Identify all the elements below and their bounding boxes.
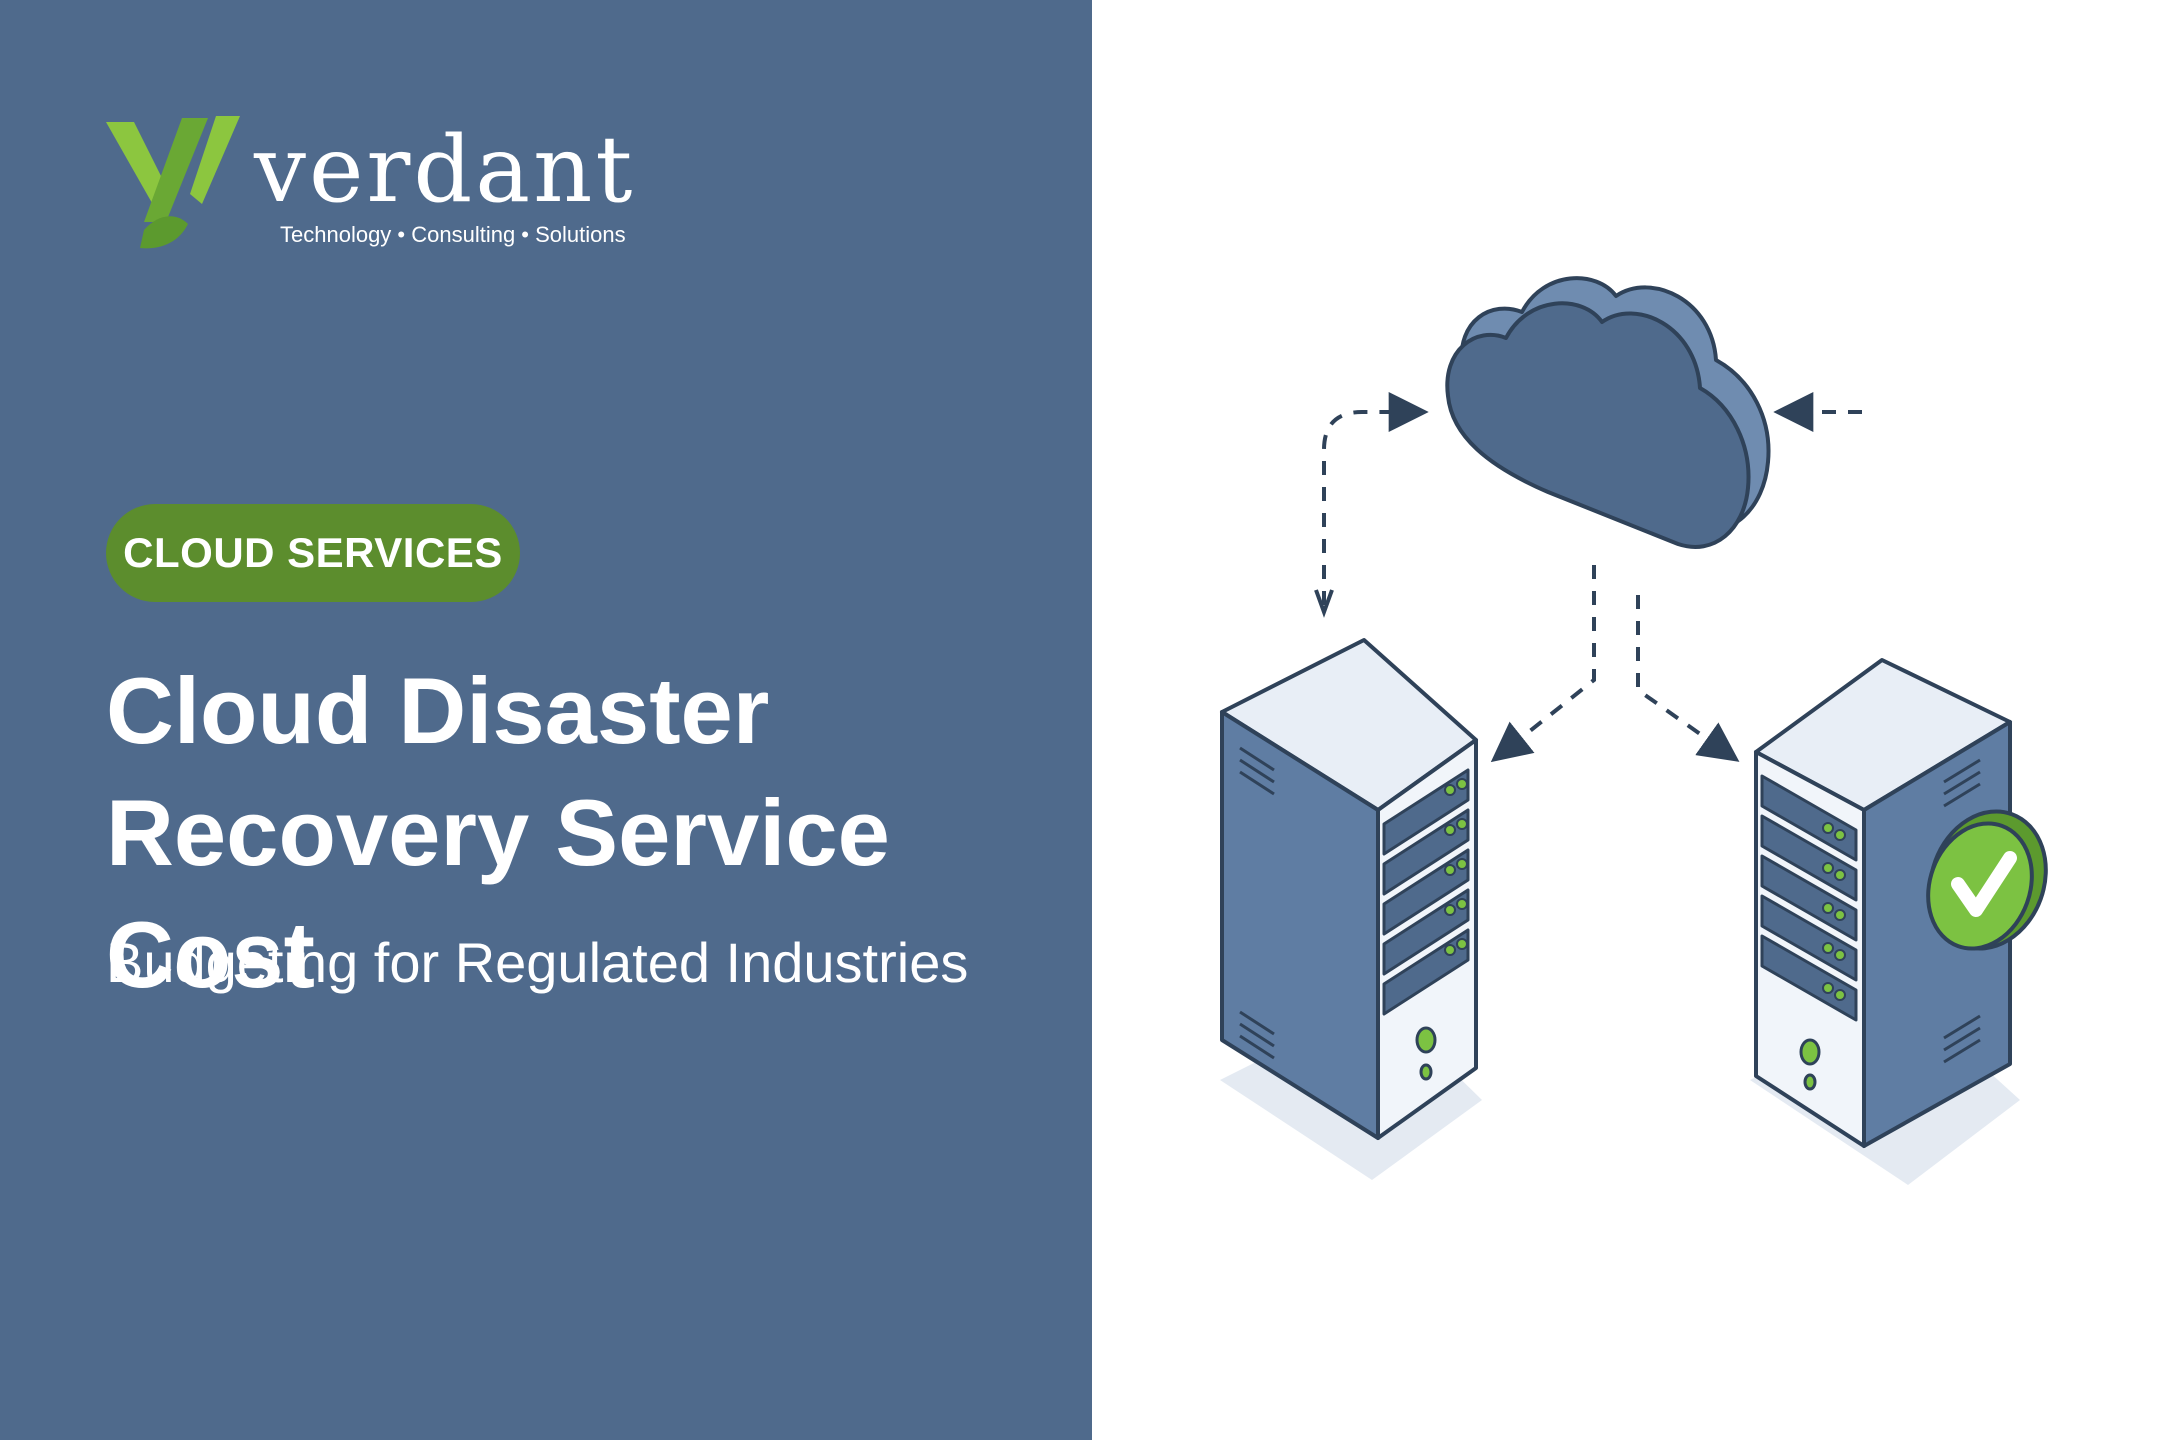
left-panel: verdant Technology • Consulting • Soluti… [0,0,1092,1440]
checkmark-badge-icon [1926,809,2048,951]
brand-tagline: Technology • Consulting • Solutions [280,222,626,247]
page-title: Cloud Disaster Recovery Service Cost [106,650,1066,1016]
illustration [1092,0,2160,1440]
left-server-power-button [1415,1026,1437,1054]
right-server-vent [1943,758,1981,1064]
brand-logo[interactable]: verdant Technology • Consulting • Soluti… [104,112,632,262]
disaster-recovery-illustration [1220,276,2048,1185]
right-server-power-button [1799,1038,1821,1066]
left-server-status-led [1444,778,1468,956]
right-server-drive-bays [1760,774,1858,1022]
verdant-logo-icon [106,116,240,249]
right-server-indicator [1803,1073,1817,1091]
right-server-status-led [1822,822,1846,1001]
title-line-2: Recovery Service Cost [106,780,890,1007]
page-subtitle: Budgeting for Regulated Industries [106,931,969,994]
category-badge[interactable]: CLOUD SERVICES [106,504,520,602]
left-server-vent [1239,746,1275,1060]
backup-server-icon [1754,658,2012,1148]
left-server-indicator [1419,1063,1433,1081]
sync-arrow-icon [1322,392,1862,763]
cloud-icon [1445,276,1771,549]
brand-name: verdant [254,116,636,223]
title-line-1: Cloud Disaster [106,658,770,763]
primary-server-icon [1220,638,1478,1140]
